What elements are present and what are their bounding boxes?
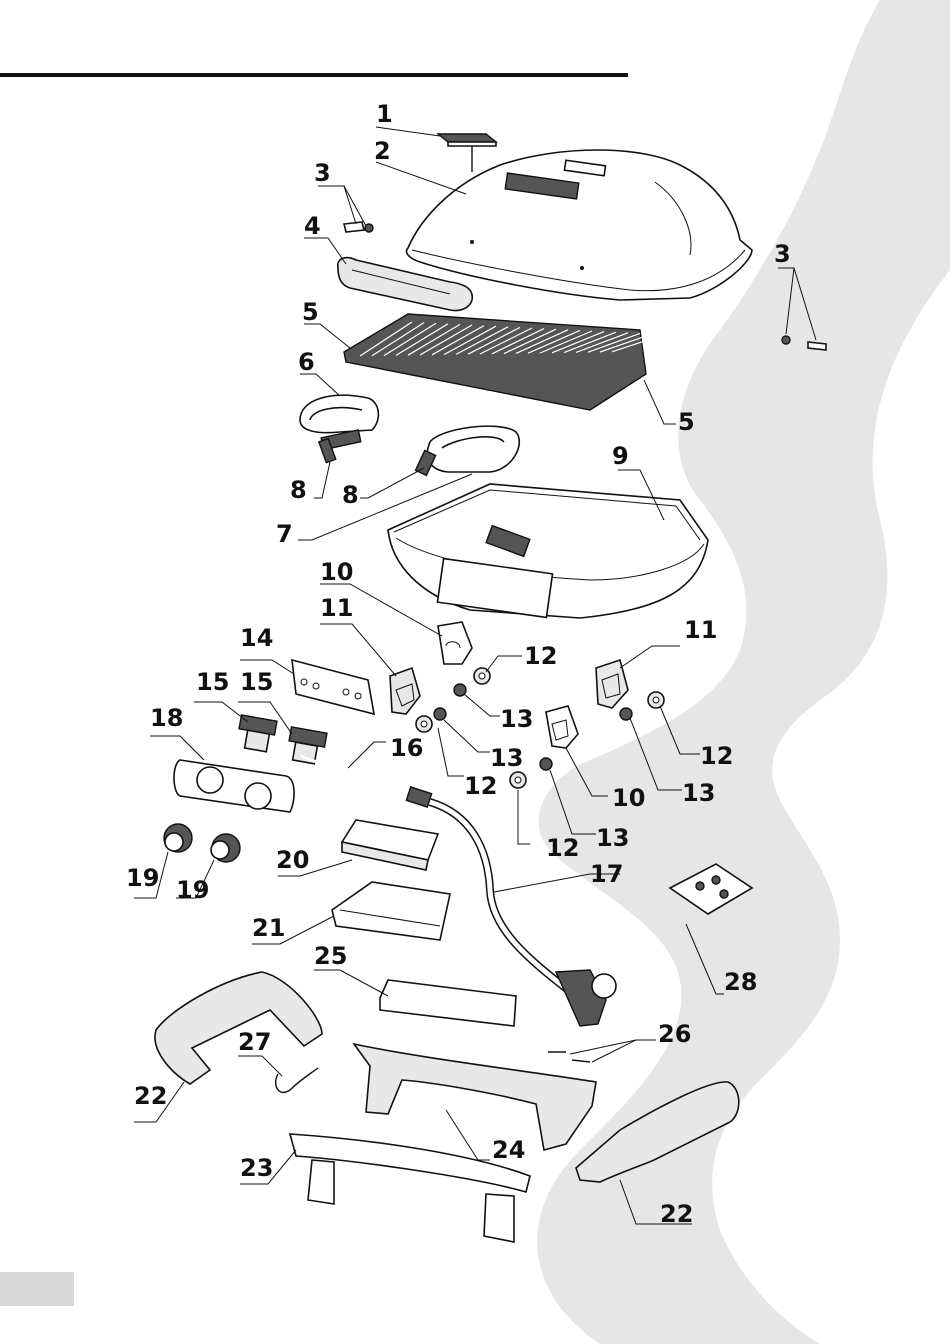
- callout-5: 5: [678, 408, 695, 436]
- callout-19: 19: [126, 864, 159, 892]
- callout-12: 12: [700, 742, 733, 770]
- callout-6: 6: [298, 348, 315, 376]
- callout-26: 26: [658, 1020, 691, 1048]
- callout-17: 17: [590, 860, 623, 888]
- part-14-heat-shield: [292, 660, 374, 714]
- callout-12: 12: [524, 642, 557, 670]
- part-18-control-panel: [174, 760, 294, 812]
- callout-10: 10: [320, 558, 353, 586]
- callout-12: 12: [546, 834, 579, 862]
- part-19-knob-left: [164, 824, 192, 852]
- callout-2: 2: [374, 137, 391, 165]
- part-11-bracket-right: [596, 660, 628, 708]
- part-24-base-frame: [354, 1044, 596, 1150]
- callout-14: 14: [240, 624, 273, 652]
- part-16-manifold: [300, 756, 432, 807]
- callout-12: 12: [464, 772, 497, 800]
- callout-15: 15: [240, 668, 273, 696]
- header-rule: [0, 73, 628, 77]
- callout-11: 11: [320, 594, 353, 622]
- callout-18: 18: [150, 704, 183, 732]
- part-10-bracket-lower: [546, 706, 578, 748]
- callout-22: 22: [660, 1200, 693, 1228]
- page-tab: [0, 1272, 74, 1306]
- callout-15: 15: [196, 668, 229, 696]
- callout-28: 28: [724, 968, 757, 996]
- callout-25: 25: [314, 942, 347, 970]
- part-25-plate: [380, 980, 516, 1026]
- callout-11: 11: [684, 616, 717, 644]
- callout-13: 13: [682, 779, 715, 807]
- callout-1: 1: [376, 100, 393, 128]
- callout-4: 4: [304, 212, 321, 240]
- part-10-bracket-upper: [438, 622, 472, 664]
- callout-7: 7: [276, 520, 293, 548]
- part-20-grease-tray: [342, 820, 438, 870]
- part-27-wire-clip: [276, 1068, 318, 1092]
- part-1-thermometer: [438, 134, 496, 172]
- callout-21: 21: [252, 914, 285, 942]
- callout-3: 3: [774, 240, 791, 268]
- callout-5: 5: [302, 298, 319, 326]
- part-2-lid: [407, 150, 753, 300]
- part-9-firebox: [388, 484, 708, 618]
- callout-24: 24: [492, 1136, 525, 1164]
- part-21-drip-basket: [332, 882, 450, 940]
- callout-13: 13: [596, 824, 629, 852]
- callout-27: 27: [238, 1028, 271, 1056]
- part-5-grate: [344, 314, 664, 410]
- callout-16: 16: [390, 734, 423, 762]
- part-15-valve-left: [239, 715, 277, 752]
- part-8-valve-right: [415, 450, 435, 475]
- callout-13: 13: [500, 705, 533, 733]
- callout-23: 23: [240, 1154, 273, 1182]
- callout-9: 9: [612, 442, 629, 470]
- callout-13: 13: [490, 744, 523, 772]
- part-26-pins: [548, 1052, 590, 1062]
- callout-10: 10: [612, 784, 645, 812]
- callout-20: 20: [276, 846, 309, 874]
- callout-3: 3: [314, 159, 331, 187]
- part-7-burner: [427, 426, 519, 472]
- callout-19: 19: [176, 876, 209, 904]
- part-19-knob-right: [211, 834, 240, 862]
- callout-8: 8: [290, 476, 307, 504]
- callout-8: 8: [342, 481, 359, 509]
- part-3-screws-left: [344, 222, 373, 232]
- part-6-burner: [300, 395, 378, 449]
- callout-22: 22: [134, 1082, 167, 1110]
